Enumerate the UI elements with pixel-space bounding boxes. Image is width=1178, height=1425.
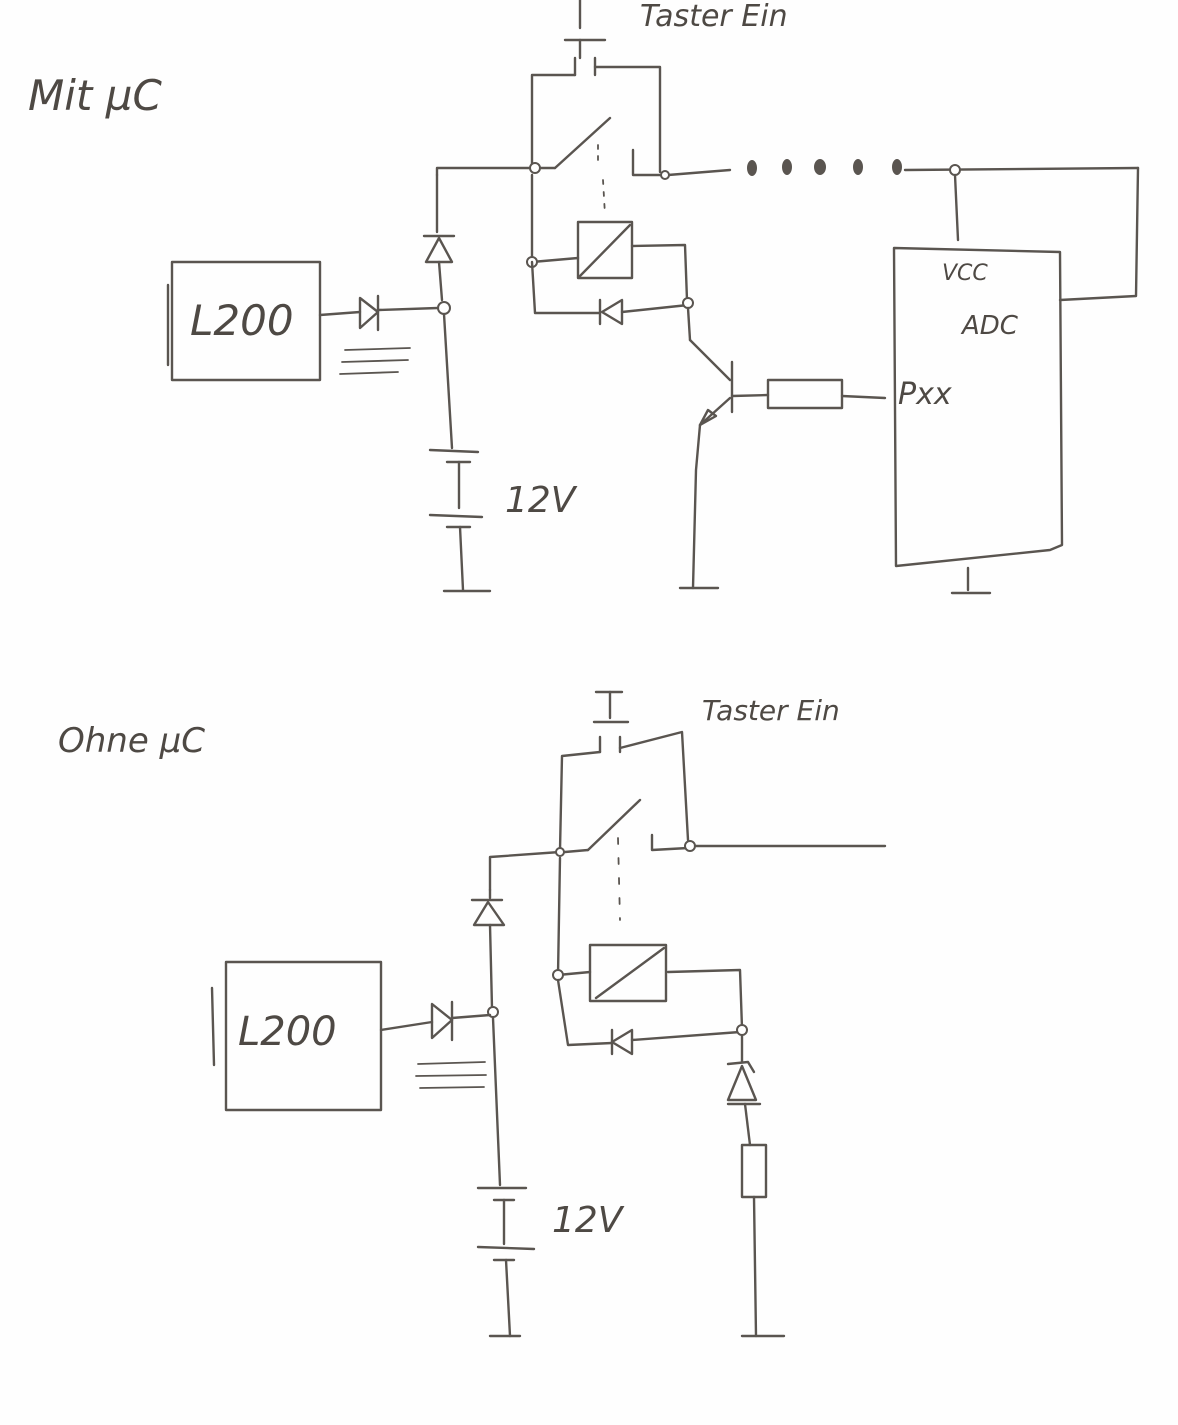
circuit-with-mcu: Mit µC Taster Ein (28, 0, 1140, 595)
heading-mit-mc: Mit µC (28, 71, 162, 120)
microcontroller: VCC ADC Pxx (892, 246, 1064, 595)
rail-diode-upper (422, 173, 456, 315)
junction-node (949, 164, 961, 176)
circuit-without-mcu: Ohne µC Taster Ein (58, 690, 887, 1338)
battery-lower: 12V (476, 1016, 625, 1338)
transistor-upper (678, 306, 734, 590)
flyback-diode-lower (556, 978, 748, 1056)
mcu-vcc-label: VCC (942, 261, 988, 286)
battery-label-upper: 12V (505, 480, 578, 521)
relay-coil-lower (552, 856, 744, 1030)
mcu-pin-label: Pxx (898, 377, 952, 412)
button-label-upper: Taster Ein (640, 0, 788, 34)
regulator-label-upper: L200 (190, 296, 294, 345)
relay-contact-upper (553, 116, 612, 170)
regulator-upper: L200 (166, 260, 440, 382)
battery-label-lower: 12V (552, 1200, 625, 1241)
mcu-adc-label: ADC (960, 311, 1019, 341)
button-label-lower: Taster Ein (702, 694, 840, 727)
battery-upper: 12V (428, 312, 578, 593)
rail-diode-lower (470, 888, 506, 1018)
push-button-lower (558, 690, 690, 852)
relay-coil-upper (526, 173, 689, 302)
regulator-lower: L200 (210, 960, 492, 1112)
junction-node (660, 170, 670, 180)
regulator-label-lower: L200 (238, 1009, 337, 1055)
base-resistor-upper (730, 378, 887, 410)
zener-resistor-branch (726, 1034, 786, 1338)
continuation-dots (747, 159, 902, 176)
flyback-diode-upper (530, 260, 694, 326)
push-button-upper (530, 0, 662, 174)
junction-node (529, 162, 541, 174)
heading-ohne-mc: Ohne µC (58, 721, 205, 761)
relay-contact-lower (586, 798, 642, 852)
